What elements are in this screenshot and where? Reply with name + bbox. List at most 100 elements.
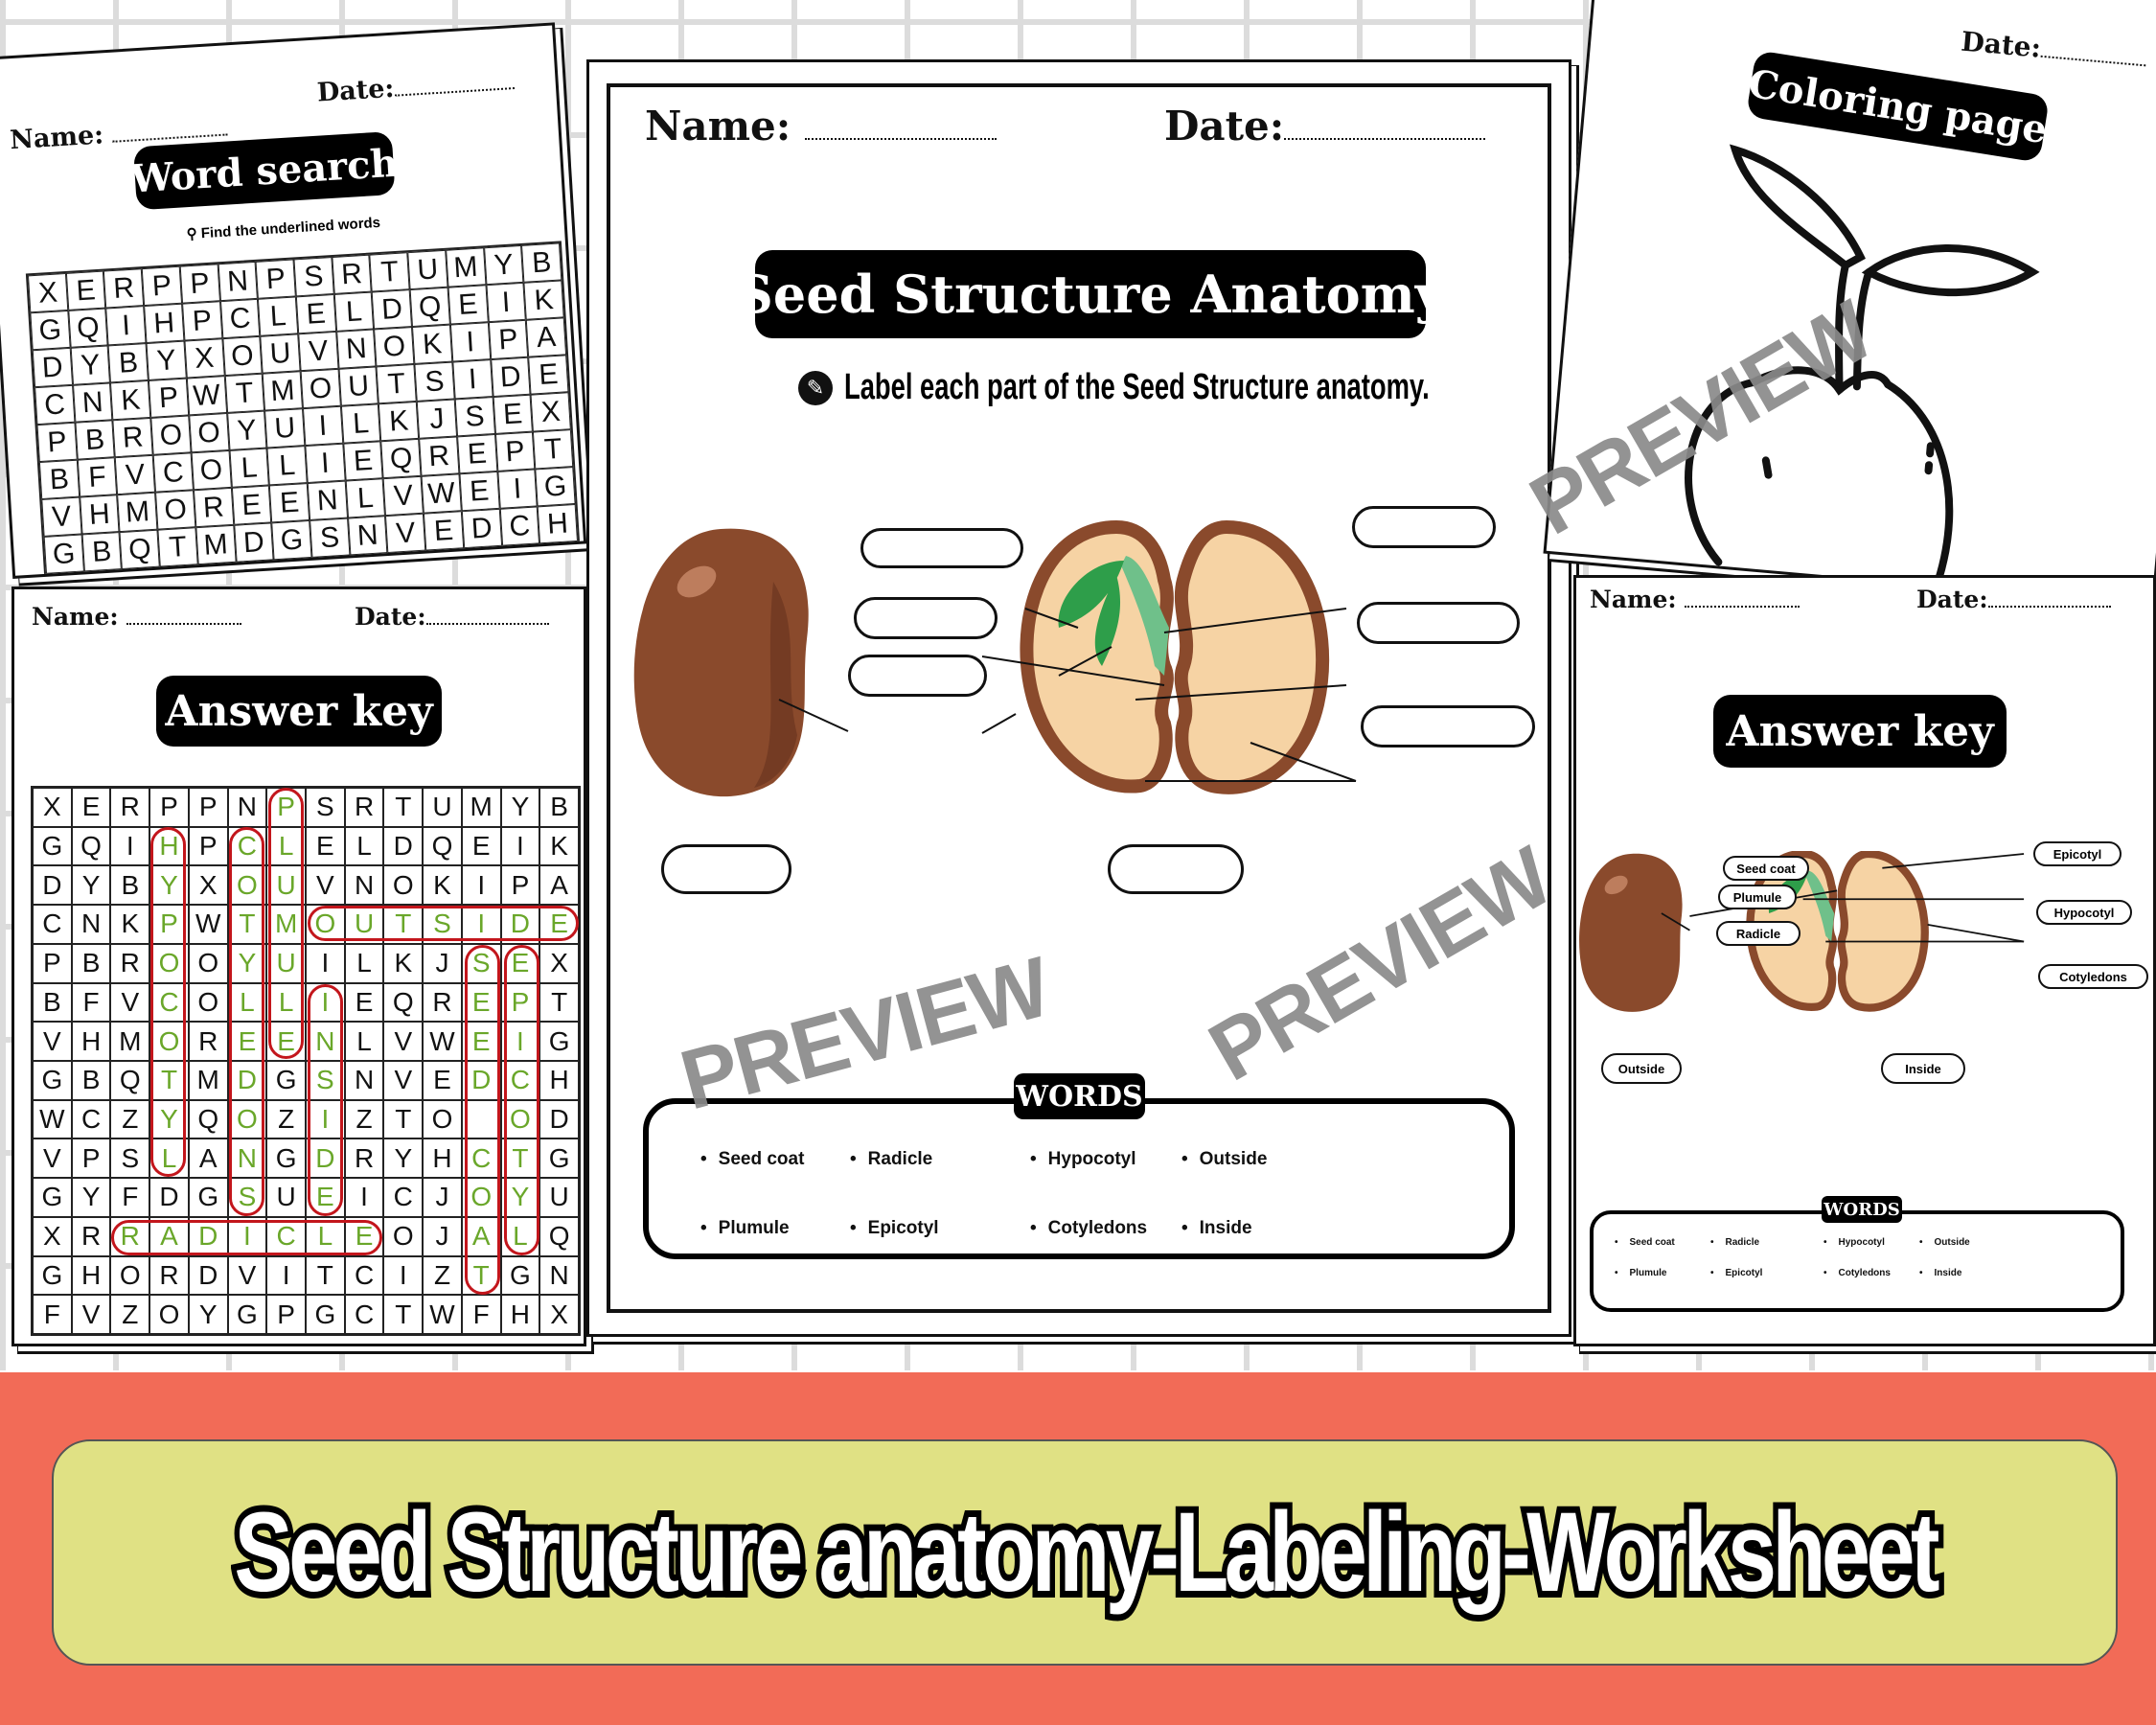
grid-cell[interactable]: Y [226, 410, 267, 450]
grid-cell[interactable]: N [227, 788, 267, 827]
grid-cell[interactable]: K [378, 401, 420, 442]
grid-cell[interactable]: O [227, 865, 267, 906]
grid-cell[interactable]: O [423, 1099, 462, 1139]
grid-cell[interactable]: G [33, 1255, 72, 1296]
grid-cell[interactable]: N [347, 516, 388, 556]
grid-cell[interactable]: E [342, 441, 384, 481]
grid-cell[interactable]: T [383, 1295, 424, 1334]
grid-cell[interactable]: L [227, 982, 267, 1023]
grid-cell[interactable]: D [149, 1178, 189, 1217]
grid-cell[interactable]: S [454, 397, 495, 437]
grid-cell[interactable]: F [77, 457, 118, 497]
grid-cell[interactable]: I [486, 282, 527, 323]
grid-cell[interactable]: O [149, 943, 189, 983]
grid-cell[interactable]: F [71, 982, 111, 1023]
grid-cell[interactable]: T [306, 1255, 345, 1296]
grid-cell[interactable]: B [33, 982, 72, 1023]
grid-cell[interactable]: T [383, 905, 424, 944]
grid-cell[interactable]: Q [119, 529, 160, 570]
grid-cell[interactable]: P [494, 431, 536, 472]
grid-cell[interactable]: D [233, 522, 274, 563]
grid-cell[interactable]: H [71, 1255, 111, 1296]
grid-cell[interactable]: R [188, 1022, 228, 1061]
grid-cell[interactable]: E [528, 355, 569, 395]
grid-cell[interactable]: L [266, 446, 308, 486]
grid-cell[interactable]: I [227, 1216, 267, 1256]
grid-cell[interactable]: G [271, 519, 312, 561]
grid-cell[interactable]: T [369, 252, 410, 292]
grid-cell[interactable]: G [33, 826, 72, 866]
grid-cell[interactable]: S [414, 361, 455, 402]
grid-cell[interactable]: N [227, 1138, 267, 1179]
grid-cell[interactable]: I [461, 905, 501, 944]
grid-cell[interactable]: Q [383, 982, 424, 1023]
grid-cell[interactable]: I [305, 443, 346, 484]
grid-cell[interactable]: L [306, 1216, 345, 1256]
grid-cell[interactable]: V [383, 475, 424, 517]
grid-cell[interactable]: D [32, 347, 73, 388]
grid-cell[interactable]: G [266, 1060, 306, 1100]
grid-cell[interactable]: X [530, 392, 571, 432]
grid-cell[interactable]: K [539, 826, 579, 866]
grid-cell[interactable]: U [264, 408, 306, 448]
grid-cell[interactable]: Q [423, 826, 462, 866]
grid-cell[interactable]: Q [188, 1099, 228, 1139]
grid-cell[interactable]: N [344, 1060, 384, 1100]
grid-cell[interactable]: X [27, 273, 68, 313]
grid-cell[interactable]: V [115, 454, 156, 495]
grid-cell[interactable] [461, 1099, 501, 1139]
grid-cell[interactable]: A [461, 1216, 501, 1256]
grid-cell[interactable]: O [150, 415, 192, 455]
grid-cell[interactable]: D [372, 289, 413, 330]
grid-cell[interactable]: T [533, 429, 574, 470]
grid-cell[interactable]: R [193, 487, 234, 528]
grid-cell[interactable]: I [500, 826, 540, 866]
grid-cell[interactable]: T [539, 982, 579, 1023]
grid-cell[interactable]: K [523, 280, 564, 320]
grid-cell[interactable]: M [110, 1022, 150, 1061]
grid-cell[interactable]: E [295, 293, 336, 334]
grid-cell[interactable]: E [227, 1022, 267, 1061]
grid-cell[interactable]: E [71, 788, 111, 827]
grid-cell[interactable]: G [33, 1060, 72, 1100]
grid-cell[interactable]: H [79, 494, 120, 535]
grid-cell[interactable]: O [300, 368, 341, 409]
grid-cell[interactable]: R [344, 788, 384, 827]
grid-cell[interactable]: M [266, 905, 306, 944]
grid-cell[interactable]: C [383, 1178, 424, 1217]
grid-cell[interactable]: L [344, 826, 384, 866]
grid-cell[interactable]: I [110, 826, 150, 866]
grid-cell[interactable]: N [218, 261, 259, 302]
grid-cell[interactable]: H [500, 1295, 540, 1334]
grid-cell[interactable]: O [110, 1255, 150, 1296]
grid-cell[interactable]: I [461, 865, 501, 906]
grid-cell[interactable]: W [186, 376, 227, 416]
grid-cell[interactable]: Q [409, 287, 450, 328]
grid-cell[interactable]: O [227, 1099, 267, 1139]
grid-cell[interactable]: E [344, 982, 384, 1023]
grid-cell[interactable]: S [110, 1138, 150, 1179]
grid-cell[interactable]: B [38, 459, 80, 499]
grid-cell[interactable]: D [188, 1216, 228, 1256]
grid-cell[interactable]: E [65, 270, 106, 310]
grid-cell[interactable]: W [423, 1295, 462, 1334]
grid-cell[interactable]: Z [266, 1099, 306, 1139]
grid-cell[interactable]: O [383, 1216, 424, 1256]
grid-cell[interactable]: O [374, 327, 415, 367]
grid-cell[interactable]: O [189, 413, 230, 453]
grid-cell[interactable]: G [539, 1022, 579, 1061]
grid-cell[interactable]: T [224, 373, 265, 414]
grid-cell[interactable]: P [188, 826, 228, 866]
grid-cell[interactable]: Z [110, 1099, 150, 1139]
grid-cell[interactable]: Y [188, 1295, 228, 1334]
grid-cell[interactable]: P [188, 788, 228, 827]
grid-cell[interactable]: M [117, 492, 158, 533]
grid-cell[interactable]: U [266, 1178, 306, 1217]
grid-cell[interactable]: T [157, 527, 198, 567]
grid-cell[interactable]: D [500, 905, 540, 944]
label-blank-radicle[interactable] [848, 655, 987, 697]
grid-cell[interactable]: Q [67, 308, 109, 348]
grid-cell[interactable]: V [33, 1138, 72, 1179]
grid-cell[interactable]: D [461, 1060, 501, 1100]
grid-cell[interactable]: Y [146, 340, 187, 380]
